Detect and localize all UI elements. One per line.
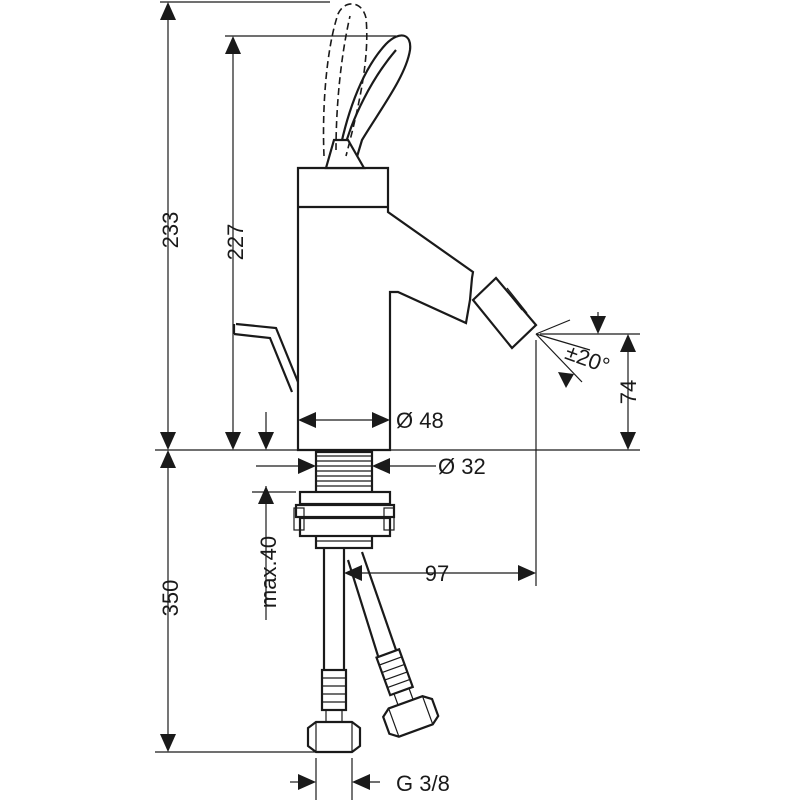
popup-rod bbox=[232, 322, 300, 393]
dim-angle: ±20° bbox=[562, 339, 613, 378]
dim-lever-height: 227 bbox=[223, 224, 248, 261]
supply-hoses bbox=[306, 548, 440, 754]
faucet-body bbox=[296, 166, 538, 452]
dim-connection: G 3/8 bbox=[396, 771, 450, 796]
spout-aerator bbox=[471, 276, 538, 350]
dim-spout-offset: 74 bbox=[616, 380, 641, 404]
dim-under-counter: 350 bbox=[158, 580, 183, 617]
dim-body-diameter: Ø 48 bbox=[396, 408, 444, 433]
dimension-arrows bbox=[160, 2, 636, 790]
dim-total-height: 233 bbox=[158, 212, 183, 249]
dim-thread-diameter: Ø 32 bbox=[438, 454, 486, 479]
lever-handle bbox=[324, 34, 412, 170]
dimension-lines bbox=[155, 1, 640, 800]
lever-alternate-position bbox=[322, 3, 368, 157]
dim-projection: 97 bbox=[425, 561, 449, 586]
dim-mount-thickness: max.40 bbox=[256, 536, 281, 608]
